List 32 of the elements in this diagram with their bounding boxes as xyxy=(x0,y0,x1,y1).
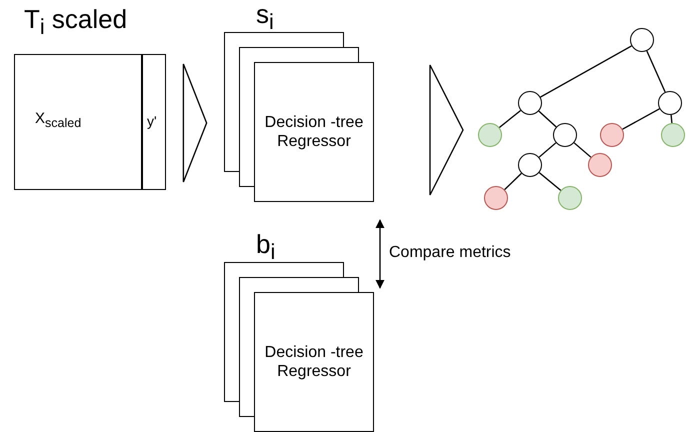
tree-node-circle xyxy=(630,28,654,52)
chevron-arrow xyxy=(182,63,208,183)
double-arrow xyxy=(375,219,385,289)
tree-node-circle xyxy=(600,123,624,147)
tree-node-circle xyxy=(484,186,508,210)
tree-node-circle xyxy=(658,91,682,115)
tree-node-circle xyxy=(661,123,685,147)
edge-label: Compare metrics xyxy=(389,244,511,262)
tree-node-circle xyxy=(558,186,582,210)
tree-node-circle xyxy=(478,123,502,147)
node-text: Decision -tree Regressor xyxy=(264,343,364,381)
stack-heading: s$_{i}$ xyxy=(256,0,274,36)
tree-branch xyxy=(574,142,592,158)
tree-node-circle xyxy=(588,153,612,177)
tree-node-circle xyxy=(553,123,577,147)
tree-branch xyxy=(498,110,522,128)
matrix-text: X$_{scaled}$ xyxy=(35,110,82,130)
tree-branch xyxy=(504,172,522,190)
node-text: Decision -tree Regressor xyxy=(264,113,364,151)
tree-node-circle xyxy=(518,153,542,177)
tree-branch xyxy=(538,142,556,158)
tree-branch xyxy=(538,172,562,191)
tree-branch xyxy=(670,114,673,124)
matrix-text: y' xyxy=(147,113,157,129)
matrix-heading: T$_{i}$ scaled xyxy=(24,4,128,42)
tree-branch xyxy=(540,45,632,98)
tree-branch xyxy=(622,108,660,130)
tree-branch xyxy=(538,110,557,128)
tree-node-circle xyxy=(518,91,542,115)
chevron-arrow xyxy=(429,64,464,196)
stack-heading: b$_{i}$ xyxy=(256,230,276,266)
tree-branch xyxy=(646,50,666,92)
